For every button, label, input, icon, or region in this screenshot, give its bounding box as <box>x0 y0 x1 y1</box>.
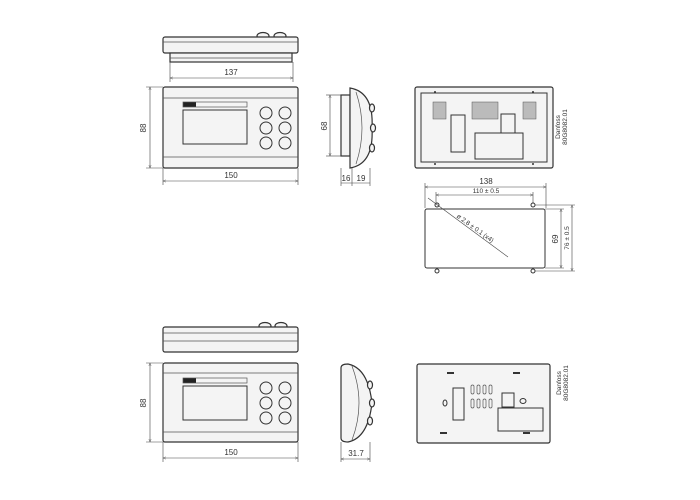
terminal-block <box>450 114 466 153</box>
display-screen <box>182 385 248 421</box>
lower-top-view <box>162 321 299 353</box>
dim-cutout-height: 69 <box>551 234 560 243</box>
dim-hole-spacing-y: 76 ± 0.5 <box>564 226 571 250</box>
dim-cutout-overall-width: 138 <box>479 177 493 186</box>
dim-side-depth-a: 16 <box>342 174 351 183</box>
lower-front-view: 88 150 <box>139 362 299 462</box>
dim-front-height: 88 <box>139 123 148 132</box>
network-port <box>501 392 515 408</box>
back-part-number: 80G8082.01 <box>562 109 569 145</box>
logo-icon <box>183 378 196 383</box>
back-brand-label: Danfoss <box>555 114 562 139</box>
dim-side-depth-b: 19 <box>357 174 366 183</box>
dim-front-width: 150 <box>224 448 238 457</box>
upper-top-view: 137 <box>162 31 299 82</box>
logo-icon <box>183 102 196 107</box>
keypad-buttons <box>259 381 292 425</box>
dim-front-width: 150 <box>224 171 238 180</box>
upper-back-view: Danfoss 80G8082.01 <box>414 86 569 169</box>
lower-back-view: Danfoss 80G8082.01 <box>416 363 570 444</box>
dim-front-height: 88 <box>139 398 148 407</box>
dim-top-width: 137 <box>224 68 238 77</box>
display-screen <box>182 109 248 145</box>
back-brand-label: Danfoss <box>556 370 563 395</box>
back-part-number: 80G8082.01 <box>563 365 570 401</box>
panel-cutout-view: 138 110 ± 0.5 ø 2.8 ± 0.1 (x4) 69 76 ± 0… <box>424 177 575 274</box>
cutout-outline <box>424 208 546 269</box>
upper-front-view: 88 150 <box>139 86 299 185</box>
dim-side-height: 68 <box>320 121 329 130</box>
lower-side-view: 31.7 <box>340 363 376 462</box>
dim-hole-spacing-x: 110 ± 0.5 <box>473 188 500 195</box>
terminal-block <box>452 387 465 421</box>
keypad-buttons <box>259 106 292 150</box>
dim-hole-diameter: ø 2.8 ± 0.1 (x4) <box>455 213 495 245</box>
dim-side-depth: 31.7 <box>348 449 364 458</box>
upper-side-view: 68 16 19 <box>320 87 377 186</box>
